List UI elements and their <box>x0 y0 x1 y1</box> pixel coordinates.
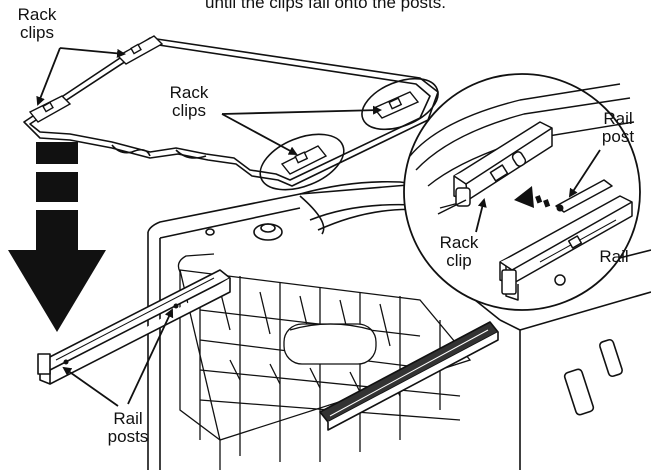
rack-clip-center <box>280 145 328 175</box>
rack-clip-right <box>372 91 420 119</box>
rack-clip-left-back <box>116 35 164 65</box>
diagram-caption: until the clips fall onto the posts. <box>205 0 446 12</box>
label-rail-post: Rail post <box>601 109 635 146</box>
leader-arrow-icon <box>36 47 601 407</box>
inset-rail <box>499 179 633 301</box>
large-down-arrow-icon <box>8 142 106 332</box>
rack-frame <box>23 37 439 187</box>
label-rail: Rail <box>599 247 629 266</box>
highlight-oval-center <box>259 133 345 191</box>
inset-dashed-arrow <box>514 186 551 208</box>
label-rack-clips-top-left: Rack clips <box>17 5 57 42</box>
dish-rack-basket <box>177 253 472 470</box>
label-rack-clip: Rack clip <box>439 233 479 270</box>
highlight-oval-right <box>361 77 439 131</box>
inset-rack-clip <box>437 121 553 215</box>
inset-rail-post <box>556 204 564 212</box>
rail-post-left <box>63 303 179 365</box>
left-rail <box>37 269 231 385</box>
detail-inset <box>403 73 641 311</box>
right-rail <box>319 321 499 431</box>
rack-clip-left-front <box>28 95 72 123</box>
label-rack-clips-center: Rack clips <box>169 83 209 120</box>
label-rail-posts: Rail posts <box>107 409 149 446</box>
